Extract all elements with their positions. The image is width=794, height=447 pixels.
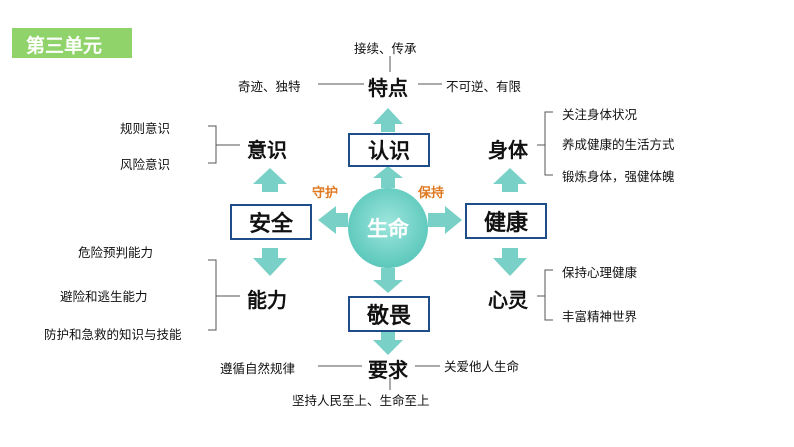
box-jiankang: 健康 xyxy=(465,203,547,239)
yaoqiu-item-right: 关爱他人生命 xyxy=(444,359,520,374)
box-jingwei: 敬畏 xyxy=(348,296,430,332)
jingwei-label: 敬畏 xyxy=(366,304,411,329)
arrow-to-jingwei xyxy=(373,268,403,293)
shenti-item: 养成健康的生活方式 xyxy=(562,137,675,152)
arrow-to-tedian xyxy=(373,108,403,132)
node-nengli: 能力 xyxy=(247,288,287,312)
nengli-bracket xyxy=(208,259,240,331)
node-tedian: 特点 xyxy=(368,76,408,100)
box-anquan: 安全 xyxy=(230,204,312,240)
yishi-item: 规则意识 xyxy=(120,121,171,136)
arrow-to-nengli xyxy=(253,248,287,276)
yaoqiu-item-bottom: 坚持人民至上、生命至上 xyxy=(292,393,430,408)
center-circle: 生命 xyxy=(348,188,428,268)
node-xinling: 心灵 xyxy=(488,288,528,312)
nengli-item: 防护和急救的知识与技能 xyxy=(44,327,182,342)
box-renshi: 认识 xyxy=(348,133,430,167)
node-yaoqiu: 要求 xyxy=(368,358,408,382)
tedian-item-top: 接续、传承 xyxy=(354,41,417,56)
unit-tag: 第三单元 xyxy=(12,28,132,58)
tedian-item-left: 奇迹、独特 xyxy=(238,79,301,94)
renshi-label: 认识 xyxy=(368,139,410,163)
nengli-item: 危险预判能力 xyxy=(78,245,154,260)
xinling-bracket xyxy=(537,269,553,321)
arrow-to-xinling xyxy=(493,248,527,276)
anquan-label: 安全 xyxy=(248,212,293,237)
shenti-item: 锻炼身体，强健体魄 xyxy=(562,169,675,184)
yaoqiu-item-left: 遵循自然规律 xyxy=(220,361,296,376)
node-shenti: 身体 xyxy=(488,138,528,162)
shenti-item: 关注身体状况 xyxy=(562,107,638,122)
nengli-item: 避险和逃生能力 xyxy=(60,289,148,304)
yishi-bracket xyxy=(208,125,240,164)
xinling-item: 保持心理健康 xyxy=(562,265,638,280)
shenti-bracket xyxy=(537,111,553,176)
tedian-item-right: 不可逆、有限 xyxy=(446,79,522,94)
xinling-item: 丰富精神世界 xyxy=(562,309,638,324)
node-yishi: 意识 xyxy=(247,138,287,162)
edge-label-shouhu: 守护 xyxy=(312,186,339,201)
arrow-to-shenti xyxy=(493,168,527,192)
arrow-to-renshi xyxy=(373,166,403,188)
arrow-to-jiankang xyxy=(428,206,462,234)
edge-label-baochi: 保持 xyxy=(418,186,445,201)
arrow-to-yaoqiu xyxy=(373,332,403,355)
yishi-item: 风险意识 xyxy=(120,157,171,172)
center-label: 生命 xyxy=(367,217,409,241)
unit-label: 第三单元 xyxy=(26,35,103,57)
arrow-to-anquan xyxy=(318,206,348,234)
arrow-to-yishi xyxy=(253,168,287,192)
jiankang-label: 健康 xyxy=(483,211,528,236)
